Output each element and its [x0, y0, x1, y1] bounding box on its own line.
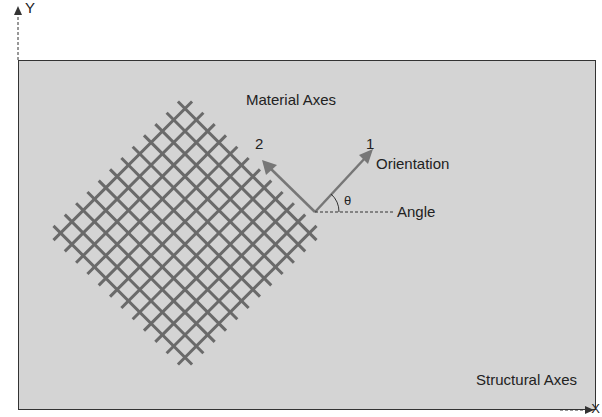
- axis-label: θ: [344, 194, 351, 207]
- mesh-strand: [99, 181, 238, 320]
- angle-arc: [331, 194, 339, 212]
- mesh-strand: [144, 135, 283, 274]
- axis-label: 1: [366, 136, 374, 151]
- axis-label: Angle: [397, 204, 435, 219]
- mesh-strand: [110, 158, 249, 297]
- mesh-strand: [76, 124, 215, 263]
- axis-label: 2: [255, 136, 263, 151]
- mesh-strand: [178, 226, 317, 365]
- mesh-strand: [121, 158, 260, 297]
- mesh-strand: [144, 192, 283, 331]
- y-axis: [18, 14, 19, 60]
- mesh-strand: [110, 169, 249, 308]
- fabric-mesh: [46, 94, 323, 371]
- axis-1: [315, 157, 366, 212]
- axis-label: X: [591, 402, 600, 415]
- mesh-strand: [99, 147, 238, 286]
- axis-label: Material Axes: [246, 92, 336, 107]
- mesh-strand: [65, 113, 204, 252]
- axis-2-head: [262, 160, 277, 175]
- reference-line: [315, 212, 394, 213]
- mesh-strand: [133, 181, 272, 320]
- axis-2: [270, 168, 315, 212]
- mesh-strand: [53, 226, 192, 365]
- mesh-strand: [155, 203, 294, 342]
- mesh-strand: [53, 101, 192, 240]
- mesh-strand: [87, 135, 226, 274]
- mesh-strand: [178, 101, 317, 240]
- axis-label: Y: [25, 0, 35, 15]
- mesh-strand: [65, 215, 204, 354]
- plate-label: Structural Axes: [476, 372, 577, 387]
- x-axis: [560, 410, 586, 411]
- y-arrowhead: [14, 6, 22, 15]
- axis-label: Orientation: [376, 156, 449, 171]
- mesh-strand: [167, 215, 306, 354]
- mesh-strand: [87, 192, 226, 331]
- mesh-strand: [133, 147, 272, 286]
- mesh-strand: [121, 169, 260, 308]
- mesh-strand: [76, 203, 215, 342]
- axis-1-head: [359, 149, 373, 164]
- mesh-strand: [155, 124, 294, 263]
